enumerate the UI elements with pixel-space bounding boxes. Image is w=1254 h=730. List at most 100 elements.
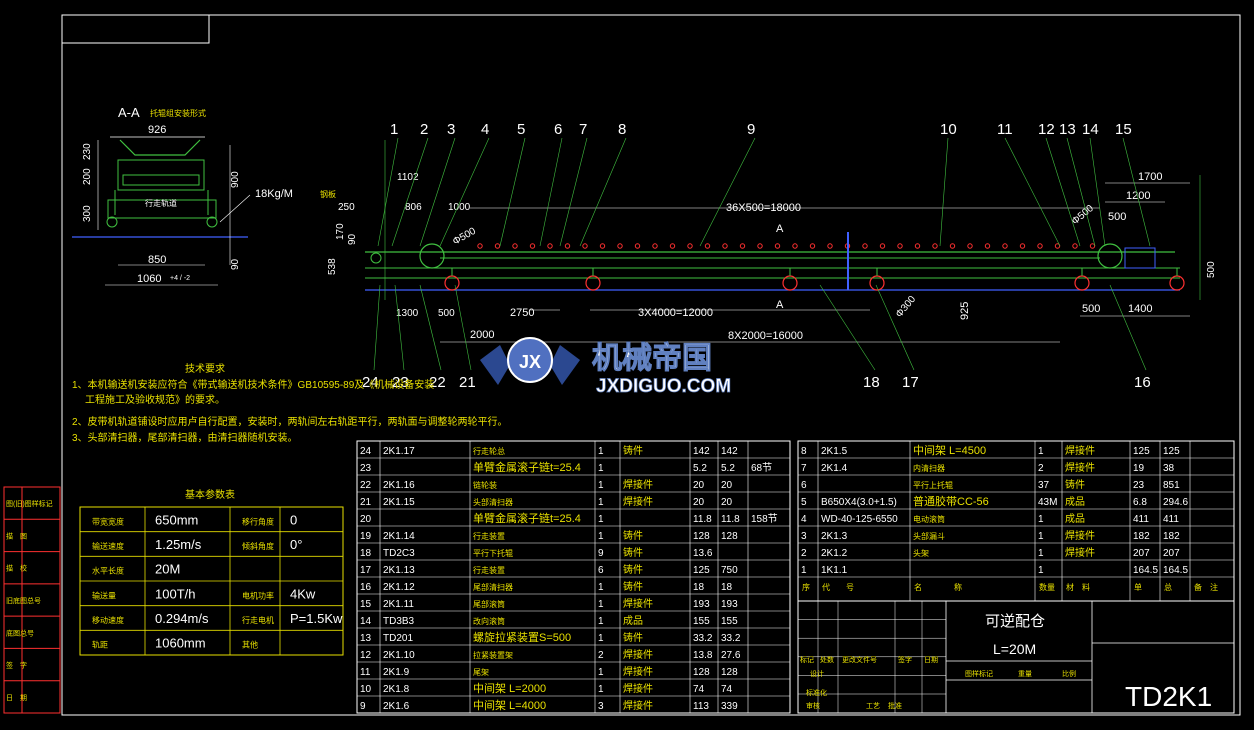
note-line-4: 3、头部清扫器，尾部清扫器，由清扫器随机安装。 (72, 431, 298, 444)
bom-cell: 19 (1133, 463, 1145, 474)
bom-cell: 焊接件 (623, 682, 653, 695)
param-cell: 水平长度 (92, 566, 124, 576)
idler-roller (914, 243, 921, 249)
bom-cell: 164.5 (1163, 565, 1188, 576)
carrying-idlers (477, 243, 1096, 249)
bom-cell: 链轮装 (473, 480, 497, 490)
bom-cell: 中间架 L=4000 (473, 699, 546, 712)
bom-cell: 128 (693, 667, 710, 678)
bom-cell: 20 (693, 480, 705, 491)
bom-header: 单 (1134, 582, 1142, 592)
bom-cell: 电动滚筒 (913, 514, 945, 524)
strip-label: 描 图 (6, 531, 27, 540)
param-cell: 输送速度 (92, 541, 124, 551)
bom-cell: 1 (598, 633, 604, 644)
title-stage-label: 重量 (1018, 670, 1032, 678)
param-cell: 20M (155, 562, 180, 577)
bom-cell: 4 (801, 514, 807, 525)
bom-cell: 1K1.1 (821, 565, 848, 576)
bom-cell: 2K1.16 (383, 480, 415, 491)
bom-cell: 改向滚筒 (473, 616, 505, 626)
bom-cell: 33.2 (721, 633, 741, 644)
bom-cell: 9 (598, 548, 604, 559)
bom-cell: 113 (693, 701, 709, 712)
param-cell: P=1.5Kw (290, 611, 343, 626)
bom-cell: TD201 (383, 633, 413, 644)
bom-cell: 14 (360, 616, 372, 627)
balloon-label: 2 (420, 121, 428, 138)
idler-roller (879, 243, 886, 249)
balloon-label: 17 (902, 374, 919, 391)
title-row-label: 标记 (800, 655, 814, 664)
strip-label: 日 期 (6, 694, 27, 702)
travel-wheels (444, 268, 1185, 291)
section-mark-bottom: A (776, 299, 784, 311)
param-cell: 输送量 (92, 590, 116, 600)
bom-header: 代 号 (822, 582, 854, 592)
bom-cell: 焊接件 (623, 648, 653, 661)
idler-roller (862, 243, 868, 249)
param-cell: 电机功率 (242, 590, 274, 600)
bom-cell: 1 (1038, 446, 1044, 457)
bom-cell: 平行上托辊 (913, 480, 953, 490)
balloon-label: 13 (1059, 121, 1076, 138)
idler-roller (494, 243, 501, 249)
balloon-label: 4 (481, 121, 489, 138)
note-line-3: 2、皮带机轨道铺设时应用卢自行配置，安装时，两轨间左右轨距平行，两轨面与调整轮两… (72, 415, 508, 428)
bom-cell: 10 (360, 684, 372, 695)
idler-roller (1002, 243, 1008, 249)
dim-1060: 1060 (137, 273, 161, 285)
bom-cell: 2K1.3 (821, 531, 848, 542)
bom-cell: 3 (598, 701, 604, 712)
bom-cell: 24 (360, 446, 372, 457)
dim-2750: 2750 (510, 307, 534, 319)
idler-roller (704, 243, 711, 249)
dim-500-v: 500 (1206, 261, 1217, 278)
idler-roller (529, 243, 536, 249)
bom-cell: 74 (721, 684, 733, 695)
bom-cell: 3 (801, 531, 807, 542)
bom-cell: 2K1.5 (821, 446, 848, 457)
bom-cell: 18 (721, 582, 733, 593)
bom-cell: 18 (693, 582, 705, 593)
bom-header: 数量 (1039, 582, 1055, 592)
bom-cell: 37 (1038, 480, 1050, 491)
bom-cell: 11.8 (693, 514, 712, 525)
bom-cell: 11 (360, 667, 371, 678)
note-line-2: 工程施工及验收规范》的要求。 (85, 393, 225, 406)
bom-cell: 行走装置 (473, 531, 505, 541)
bom-cell: 螺旋拉紧装置S=500 (473, 630, 571, 644)
bom-cell: 20 (721, 497, 733, 508)
dim-170: 170 (335, 223, 346, 240)
balloon-label: 3 (447, 121, 455, 138)
bom-cell: 1 (598, 531, 604, 542)
idler-roller (757, 243, 763, 249)
idler-roller (792, 243, 798, 249)
param-cell: 1.25m/s (155, 537, 202, 552)
bom-cell: TD3B3 (383, 616, 415, 627)
dim-90: 90 (230, 258, 241, 270)
bom-cell: 12 (360, 650, 372, 661)
bom-cell: 头部漏斗 (913, 531, 945, 541)
tail-pulley (1097, 243, 1123, 269)
bom-cell: 17 (360, 565, 372, 576)
bom-cell: 2K1.4 (821, 463, 848, 474)
idler-roller (967, 243, 973, 249)
bom-header: 序 (802, 582, 810, 592)
bom-cell: 2K1.14 (383, 531, 415, 542)
bom-cell: 2 (598, 650, 604, 661)
bom-cell: 411 (1163, 514, 1179, 525)
dim-2000: 2000 (470, 329, 494, 341)
bom-cell: 2 (1038, 463, 1044, 474)
bom-cell: 铸件 (623, 546, 643, 559)
balloon-label: 9 (747, 121, 755, 138)
bom-cell: 铸件 (623, 529, 643, 542)
idler-roller (949, 243, 956, 249)
bom-cell: 68节 (751, 462, 772, 474)
bom-cell: 2K1.9 (383, 667, 410, 678)
title-sign-label: 工艺 (866, 702, 880, 710)
bom-cell: 焊接件 (623, 495, 653, 508)
dim-1700: 1700 (1138, 171, 1162, 183)
param-cell: 轨距 (92, 640, 108, 650)
